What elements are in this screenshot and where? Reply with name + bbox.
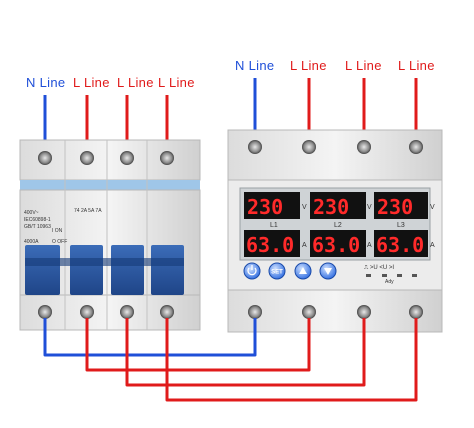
breaker-bottom-screw-2 bbox=[80, 305, 94, 319]
meter-bottom-screw-3 bbox=[357, 305, 371, 319]
connecting-wires bbox=[43, 318, 418, 402]
breaker-bottom-screw-1 bbox=[38, 305, 52, 319]
breaker-lever-2[interactable] bbox=[70, 245, 103, 295]
breaker-lever-1[interactable] bbox=[25, 245, 60, 295]
voltage-current-meter: 230 230 230 V V V L1 L2 L3 63.0 63.0 63.… bbox=[227, 129, 443, 333]
voltage-display-l2 bbox=[310, 192, 366, 219]
meter-top-screw-2 bbox=[302, 140, 316, 154]
right-label-l3-line: L Line bbox=[398, 58, 435, 73]
phase-label-l2: L2 bbox=[334, 222, 342, 229]
left-label-l1-line: L Line bbox=[73, 75, 110, 90]
voltage-unit-3: V bbox=[430, 204, 435, 211]
set-button-label: SET bbox=[271, 270, 283, 276]
meter-bottom-screw-4 bbox=[409, 305, 423, 319]
down-button[interactable] bbox=[319, 262, 337, 280]
meter-top-screw-1 bbox=[248, 140, 262, 154]
voltage-display-l1 bbox=[244, 192, 300, 219]
voltage-unit-1: V bbox=[302, 204, 307, 211]
breaker-on-text: I ON bbox=[52, 228, 63, 234]
current-reading-l1: 63.0 bbox=[246, 233, 294, 257]
current-display-l3 bbox=[374, 230, 428, 257]
breaker-top-screw-3 bbox=[120, 151, 134, 165]
power-icon bbox=[247, 267, 257, 276]
breaker-rating-3: GB/T 10963 bbox=[24, 224, 51, 230]
down-arrow-icon bbox=[324, 268, 332, 275]
meter-top-screw-4 bbox=[409, 140, 423, 154]
status-indicators: ⎍ >U <U >I Ady bbox=[364, 265, 417, 285]
phase-label-l1: L1 bbox=[270, 222, 278, 229]
meter-bottom-screw-2 bbox=[302, 305, 316, 319]
breaker-rating-2: IEC60898-1 bbox=[24, 217, 51, 223]
current-unit-3: A bbox=[430, 242, 435, 249]
breaker-rating-4: 4000A bbox=[24, 239, 39, 245]
breaker-pole-marks: 74 2A 5A 7A bbox=[74, 208, 102, 214]
svg-text:⎍ >U <U >I: ⎍ >U <U >I bbox=[364, 265, 394, 271]
breaker-off-text: O OFF bbox=[52, 239, 67, 245]
current-reading-l3: 63.0 bbox=[376, 233, 424, 257]
current-display-l2 bbox=[310, 230, 366, 257]
breaker-bottom-screw-4 bbox=[160, 305, 174, 319]
meter-bottom-label: Ady bbox=[385, 279, 394, 285]
power-button[interactable] bbox=[243, 262, 261, 280]
breaker-top-screw-4 bbox=[160, 151, 174, 165]
up-arrow-icon bbox=[299, 267, 307, 274]
voltage-display-l3 bbox=[374, 192, 428, 219]
right-label-n-line: N Line bbox=[235, 58, 275, 73]
voltage-reading-l1: 230 bbox=[247, 195, 283, 219]
left-label-l2-line: L Line bbox=[117, 75, 154, 90]
current-reading-l2: 63.0 bbox=[312, 233, 360, 257]
breaker-top-screw-1 bbox=[38, 151, 52, 165]
current-display-l1 bbox=[244, 230, 300, 257]
breaker-rating-1: 400V~ bbox=[24, 210, 39, 216]
right-label-l2-line: L Line bbox=[345, 58, 382, 73]
current-unit-2: A bbox=[367, 242, 372, 249]
meter-bottom-screw-1 bbox=[248, 305, 262, 319]
meter-top-screw-3 bbox=[357, 140, 371, 154]
breaker-lever-3[interactable] bbox=[111, 245, 144, 295]
right-label-l1-line: L Line bbox=[290, 58, 327, 73]
breaker-top-screw-2 bbox=[80, 151, 94, 165]
voltage-unit-2: V bbox=[367, 204, 372, 211]
voltage-reading-l3: 230 bbox=[377, 195, 413, 219]
phase-label-l3: L3 bbox=[397, 222, 405, 229]
up-button[interactable] bbox=[294, 262, 312, 280]
left-label-n-line: N Line bbox=[26, 75, 66, 90]
set-button[interactable]: SET bbox=[268, 262, 286, 280]
current-unit-1: A bbox=[302, 242, 307, 249]
voltage-reading-l2: 230 bbox=[313, 195, 349, 219]
breaker-bottom-screw-3 bbox=[120, 305, 134, 319]
circuit-breaker: 400V~ IEC60898-1 GB/T 10963 4000A I ON O… bbox=[19, 139, 201, 331]
breaker-lever-4[interactable] bbox=[151, 245, 184, 295]
left-label-l3-line: L Line bbox=[158, 75, 195, 90]
